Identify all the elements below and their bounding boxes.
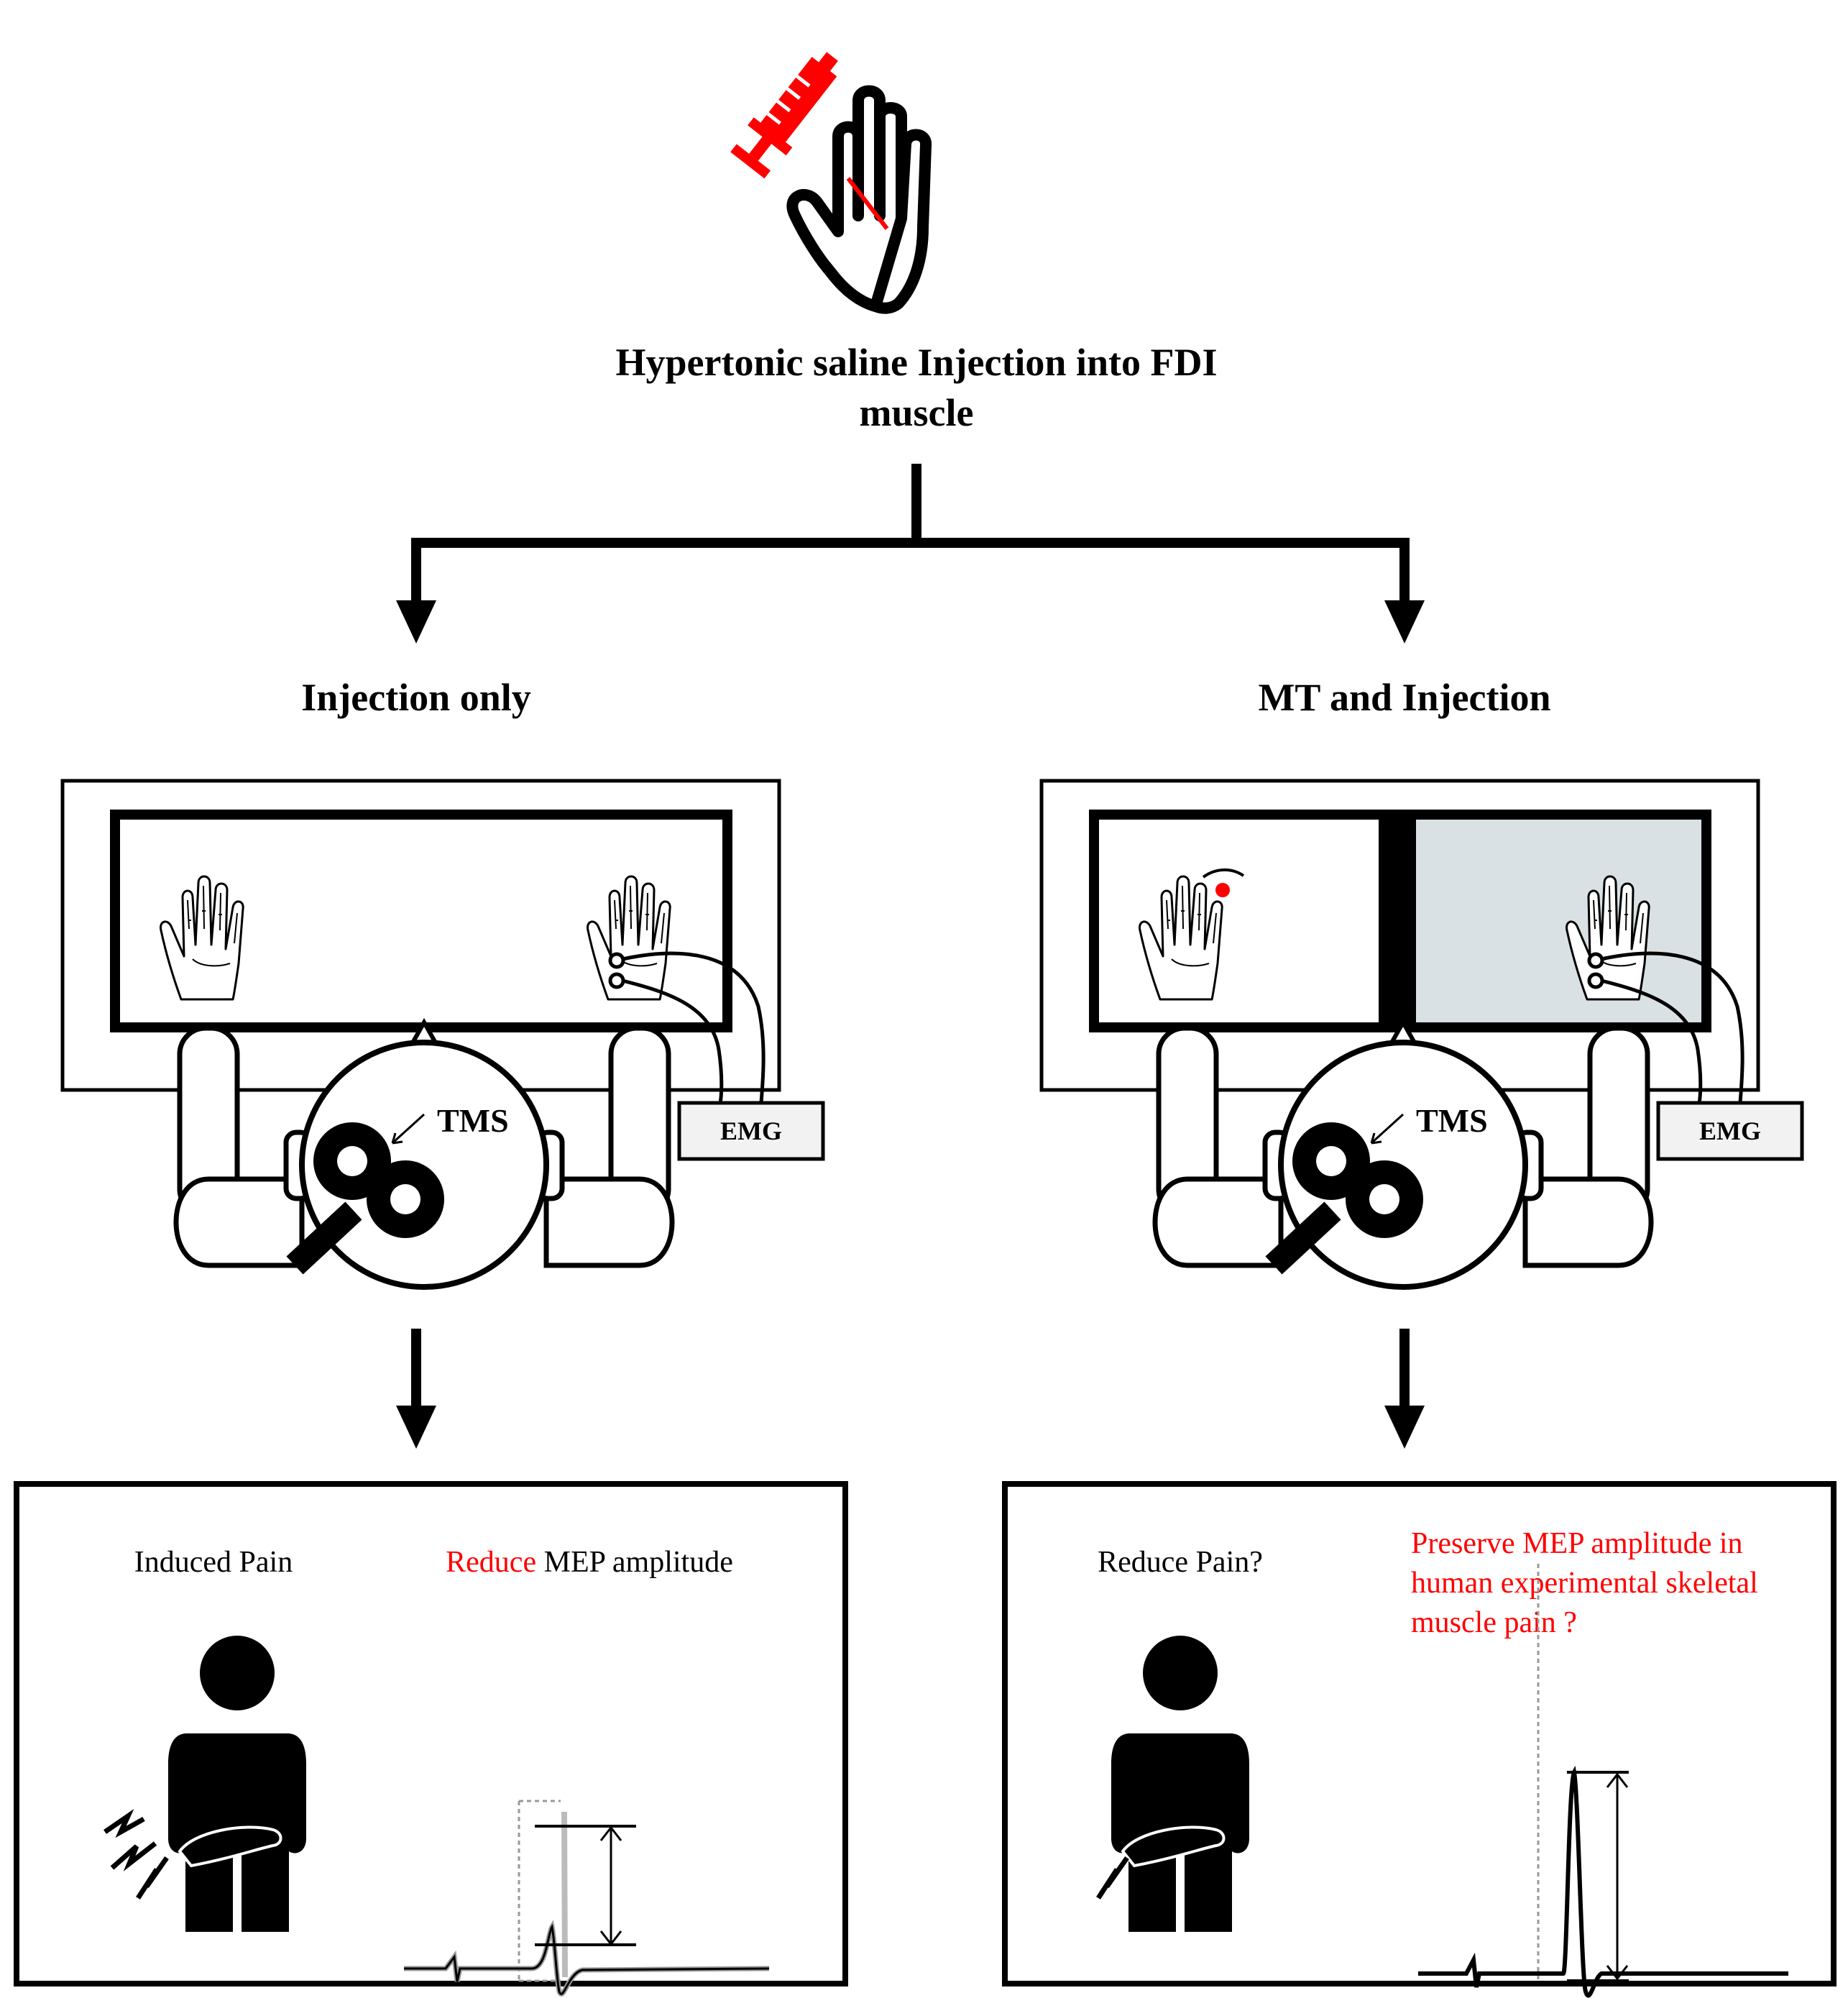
branch-label-left: Injection only [301,676,531,719]
mep-label-right-1: Preserve MEP amplitude in [1411,1527,1743,1560]
mep-label-right-2: human experimental skeletal [1411,1567,1758,1600]
setup-right: TMS EMG [1039,779,1804,1287]
arrow-left-branch [396,600,436,643]
pain-label-left: Induced Pain [134,1546,293,1579]
mirror-shaded-area [1416,815,1705,1027]
mep-rest-left: MEP amplitude [536,1546,733,1579]
syringe-icon [730,52,889,230]
title-line-1: Hypertonic saline Injection into FDI [616,341,1218,384]
pain-label-right: Reduce Pain? [1098,1546,1263,1579]
emg-label-left: EMG [720,1117,782,1145]
mep-label-right-3: muscle pain ? [1411,1606,1577,1639]
branch-label-right: MT and Injection [1258,676,1550,719]
setup-left: TMS EMG [60,779,825,1287]
mep-trace-right [1418,1564,1788,1998]
outcome-right: Reduce Pain? Preserve MEP amplitude in h… [1002,1481,1836,1998]
hand-icon [760,73,939,314]
mep-highlight-left: Reduce [446,1546,536,1579]
tms-label-left: TMS [437,1102,509,1139]
touch-point [1215,883,1230,897]
mep-label-left: Reduce MEP amplitude [446,1546,733,1579]
pain-bolt-icon [104,1808,169,1900]
mirror-divider [1379,815,1416,1027]
outcome-left: Induced Pain Reduce MEP amplitude [14,1481,848,1997]
emg-box-left [677,1101,825,1161]
tms-label-right: TMS [1416,1102,1488,1139]
title-line-2: muscle [860,391,974,434]
branch-connector [411,464,1410,604]
arrow-right-branch [1384,600,1425,643]
emg-label-right: EMG [1699,1117,1761,1145]
arrow-left-outcome [396,1406,436,1449]
emg-box-right [1656,1101,1804,1161]
arrow-right-outcome [1384,1406,1425,1449]
mep-trace-left [404,1800,770,1997]
pain-bolt-icon-small [1096,1856,1129,1900]
